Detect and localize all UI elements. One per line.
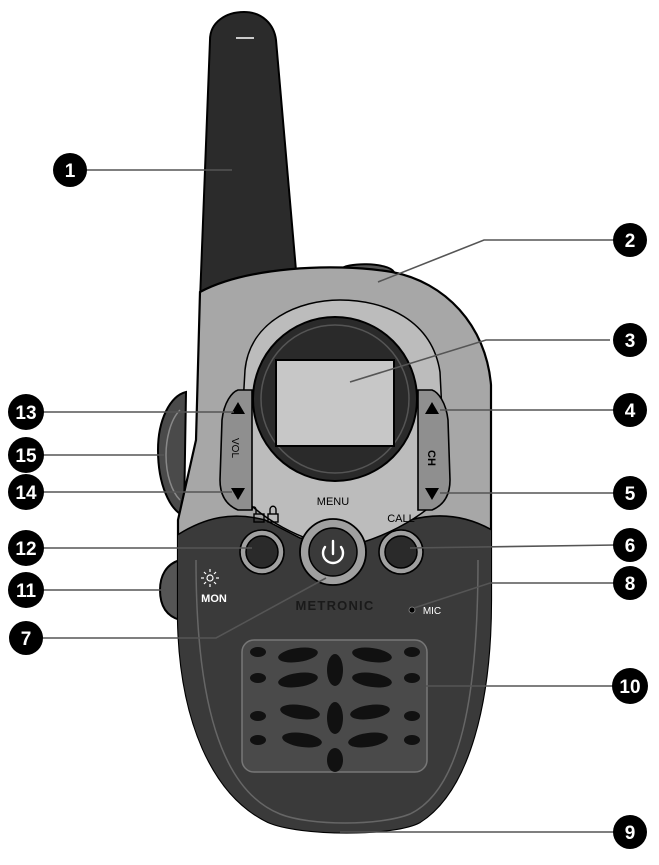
callout-15: 15 [8, 437, 44, 473]
brand-logo: METRONIC [296, 598, 375, 613]
callout-7: 7 [9, 621, 43, 655]
callout-6: 6 [613, 528, 647, 562]
callout-5: 5 [613, 476, 647, 510]
shell-inner-edge [195, 559, 479, 824]
callout-9-number: 9 [625, 823, 636, 844]
vol-label: VOL [229, 438, 240, 458]
callout-4-number: 4 [625, 401, 636, 422]
ch-label: CH [425, 450, 437, 466]
lcd-display [275, 359, 395, 447]
light-icon [201, 569, 219, 587]
callout-13: 13 [8, 394, 44, 430]
channel-rocker[interactable] [417, 389, 451, 511]
callout-10: 10 [612, 668, 648, 704]
leader-lines [30, 169, 617, 833]
call-label: CALL [387, 513, 415, 525]
side-ptt-button[interactable] [156, 390, 188, 518]
callout-14-number: 14 [15, 483, 37, 504]
callout-6-number: 6 [625, 536, 636, 557]
lock-icons [251, 505, 279, 523]
callout-7-number: 7 [21, 629, 32, 650]
callout-2: 2 [613, 223, 647, 257]
callout-10-number: 10 [619, 677, 640, 698]
callout-11: 11 [8, 572, 44, 608]
callout-1-number: 1 [65, 161, 76, 182]
unlock-icon [251, 506, 265, 523]
vol-up-icon[interactable] [231, 402, 245, 414]
display-bezel-ring [260, 324, 410, 474]
ch-down-icon[interactable] [425, 488, 439, 500]
callout-3-number: 3 [625, 331, 636, 352]
callout-5-number: 5 [625, 484, 636, 505]
antenna [198, 10, 299, 302]
callout-9: 9 [613, 815, 647, 849]
callout-14: 14 [8, 474, 44, 510]
power-icon [321, 539, 345, 565]
mic-label: MIC [423, 606, 441, 617]
callout-12: 12 [8, 530, 44, 566]
speaker-slots [250, 647, 420, 772]
mon-label: MON [201, 593, 227, 605]
mic-hole [408, 606, 416, 614]
callout-13-number: 13 [15, 403, 36, 424]
callout-3: 3 [613, 323, 647, 357]
callout-2-number: 2 [625, 231, 636, 252]
lock-button[interactable] [245, 535, 279, 569]
vol-down-icon[interactable] [231, 488, 245, 500]
ch-up-icon[interactable] [425, 402, 439, 414]
callout-8-number: 8 [625, 574, 636, 595]
callout-11-number: 11 [16, 581, 37, 602]
callout-1: 1 [53, 153, 87, 187]
callout-8: 8 [613, 566, 647, 600]
callout-12-number: 12 [15, 539, 36, 560]
lock-icon [267, 505, 279, 523]
volume-rocker[interactable] [219, 389, 253, 511]
call-button[interactable] [384, 535, 418, 569]
menu-label: MENU [317, 496, 349, 508]
callout-4: 4 [613, 393, 647, 427]
callout-15-number: 15 [15, 446, 37, 467]
side-ptt-inner [165, 409, 181, 501]
